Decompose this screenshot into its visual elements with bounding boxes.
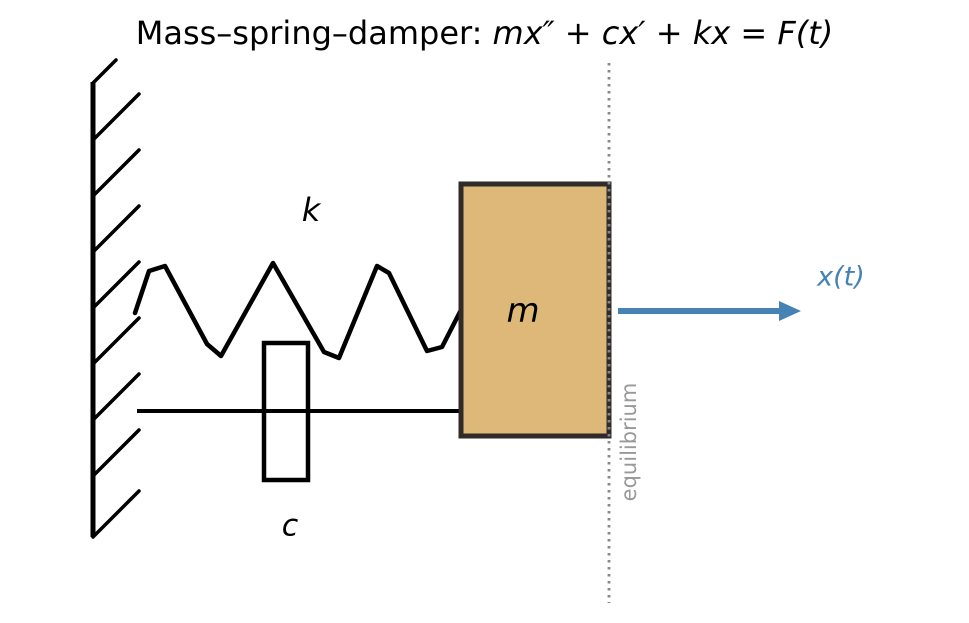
- diagram-title: Mass–spring–damper: mx″ + cx′ + kx = F(t…: [0, 14, 969, 52]
- spring-zigzag: [132, 260, 465, 361]
- wall-hatch-line: [91, 204, 141, 254]
- wall-hatch-line: [91, 260, 141, 310]
- spring-constant-label: k: [302, 191, 322, 229]
- displacement-label: x(t): [816, 262, 865, 293]
- wall-hatching: [91, 58, 141, 539]
- wall-hatch-line: [91, 372, 141, 422]
- wall-hatch-line: [91, 92, 141, 142]
- wall-hatch-line: [91, 428, 141, 478]
- wall-hatch-line: [91, 316, 141, 366]
- wall-hatch-line: [91, 489, 141, 539]
- title-equation: mx″ + cx′ + kx = F(t): [492, 14, 834, 52]
- equilibrium-label: equilibrium: [617, 383, 641, 502]
- wall-hatch-line: [91, 58, 118, 85]
- wall-hatch-line: [91, 148, 141, 198]
- displacement-arrowhead: [779, 301, 801, 321]
- damping-coefficient-label: c: [282, 509, 299, 544]
- title-prefix: Mass–spring–damper:: [135, 14, 493, 52]
- mass-label: m: [506, 291, 539, 331]
